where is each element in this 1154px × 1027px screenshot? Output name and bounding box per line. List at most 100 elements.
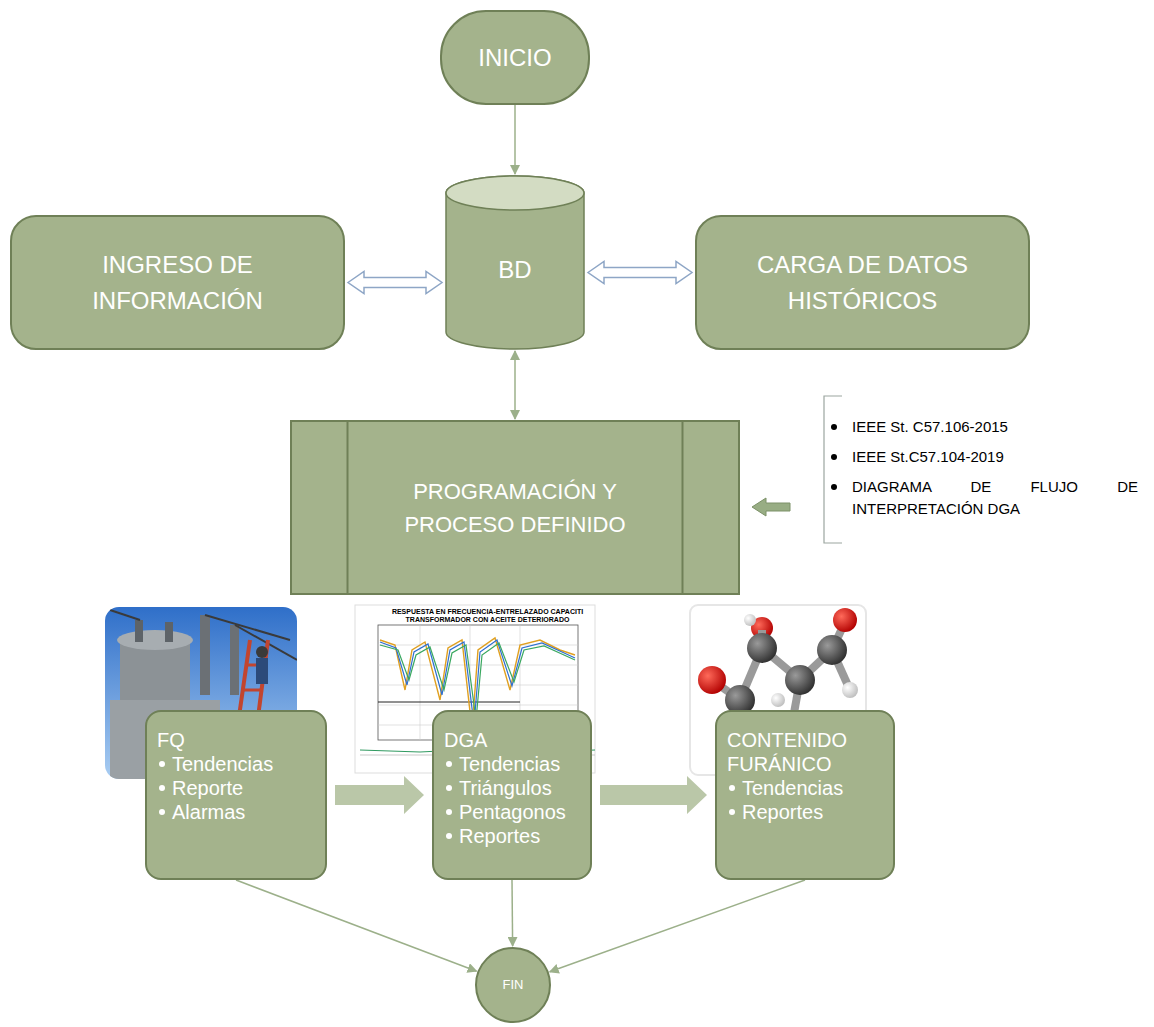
node-content: CARGA DE DATOS HISTÓRICOS: [727, 247, 998, 319]
chart-title: TRANSFORMADOR CON ACEITE DETERIORADO: [380, 616, 595, 624]
process-box: INGRESO DE INFORMACIÓN: [10, 215, 345, 350]
reference-item: IEEE St.C57.104-2019: [852, 446, 1142, 468]
result-box: FQTendenciasReporteAlarmas: [145, 710, 327, 880]
frequency-chart-part: [378, 685, 578, 686]
connector-line: [511, 880, 513, 946]
bullet-item: Reportes: [444, 824, 582, 848]
transformer-photo-part: [110, 610, 140, 620]
bullet-dot: [159, 785, 165, 791]
bullet-text: Reportes: [459, 825, 540, 847]
bullet-item: Reportes: [727, 800, 885, 824]
reference-item: IEEE St. C57.106-2015: [852, 416, 1142, 438]
connector-line: [514, 351, 516, 419]
side-bar: [681, 422, 683, 593]
bullet: [831, 454, 837, 460]
start-terminal: INICIO: [440, 10, 590, 105]
bullet-item: Tendencias: [444, 752, 582, 776]
furan-molecule-part: [744, 614, 756, 626]
bullet-text: Reportes: [742, 801, 823, 823]
connector-line: [236, 880, 477, 971]
bullet-text: Pentagonos: [459, 801, 566, 823]
node-title: CONTENIDO FURÁNICO: [727, 728, 885, 776]
transformer-photo-part: [205, 615, 290, 640]
frequency-chart-part: [378, 665, 578, 666]
node-title: INICIO: [456, 40, 574, 76]
transformer-photo-part: [165, 622, 173, 642]
result-box: DGATendenciasTriángulosPentagonosReporte…: [432, 710, 592, 880]
node-title: DGA: [444, 728, 582, 752]
bullet-dot: [446, 785, 452, 791]
bullet-item: Alarmas: [157, 800, 317, 824]
furan-molecule-part: [817, 635, 847, 665]
node-content: PROGRAMACIÓN Y PROCESO DEFINIDO: [362, 475, 668, 541]
bullet-item: Tendencias: [157, 752, 317, 776]
node-title: FQ: [157, 728, 317, 752]
transformer-photo-part: [135, 620, 143, 642]
bullet-item: Pentagonos: [444, 800, 582, 824]
frequency-chart-part: [420, 625, 421, 740]
flow-chevron: [600, 776, 707, 814]
bullet: [831, 424, 837, 430]
side-bar: [347, 422, 349, 593]
connector-line: [550, 880, 805, 972]
transformer-photo-part: [230, 625, 239, 695]
transformer-photo-part: [256, 646, 268, 658]
database-cylinder: BD: [445, 175, 585, 350]
process-box: CARGA DE DATOS HISTÓRICOS: [695, 215, 1030, 350]
node-title: PROGRAMACIÓN Y PROCESO DEFINIDO: [362, 475, 668, 541]
node-content: CONTENIDO FURÁNICOTendenciasReportes: [727, 728, 885, 824]
node-content: FQTendenciasReporteAlarmas: [157, 728, 317, 824]
side-bars: [292, 422, 738, 593]
transformer-photo-part: [256, 658, 268, 684]
cylinder-body: [446, 176, 584, 349]
bullet-text: Alarmas: [172, 801, 245, 823]
bullet-dot: [729, 785, 735, 791]
frequency-chart-part: [378, 702, 520, 703]
connector-line: [514, 105, 516, 174]
furan-molecule-part: [785, 665, 815, 695]
predefined-process: PROGRAMACIÓN Y PROCESO DEFINIDO: [290, 420, 740, 595]
bullet-dot: [159, 809, 165, 815]
bullet-dot: [159, 761, 165, 767]
bracket: [824, 396, 842, 543]
bullet-dot: [446, 809, 452, 815]
bullet-text: Tendencias: [742, 777, 843, 799]
node-title: BD: [453, 252, 577, 288]
furan-molecule-part: [698, 666, 726, 694]
chart-title: RESPUESTA EN FRECUENCIA-ENTRELAZADO CAPA…: [380, 608, 595, 616]
cylinder-top: [446, 176, 584, 210]
double-arrow: [348, 272, 442, 294]
input-arrow: [752, 498, 790, 516]
reference-item: DIAGRAMA DE FLUJO DE INTERPRETACIÓN DGA: [852, 476, 1138, 520]
double-arrow: [588, 262, 692, 284]
bullet-text: Triángulos: [459, 777, 552, 799]
transformer-photo-part: [105, 607, 297, 779]
bullet-dot: [729, 809, 735, 815]
bullet-text: Tendencias: [172, 753, 273, 775]
node-title: FIN: [481, 975, 545, 995]
frequency-chart-part: [380, 643, 575, 720]
node-title: INGRESO DE INFORMACIÓN: [42, 247, 313, 319]
furan-molecule-part: [747, 633, 777, 663]
transformer-photo-part: [117, 630, 193, 650]
bullet-dot: [446, 761, 452, 767]
node-content: FIN: [481, 975, 545, 995]
transformer-photo-part: [244, 689, 262, 692]
bullet-text: Reporte: [172, 777, 243, 799]
bullet-item: Triángulos: [444, 776, 582, 800]
node-title: CARGA DE DATOS HISTÓRICOS: [727, 247, 998, 319]
bullet-text: Tendencias: [459, 753, 560, 775]
end-terminal: FIN: [475, 947, 551, 1023]
result-box: CONTENIDO FURÁNICOTendenciasReportes: [715, 710, 895, 880]
bullet-item: Reporte: [157, 776, 317, 800]
furan-molecule-part: [833, 608, 857, 632]
bullet: [831, 484, 837, 490]
node-content: INICIO: [456, 40, 574, 76]
transformer-photo: [105, 607, 297, 779]
furan-molecule-part: [842, 682, 858, 698]
node-content: BD: [453, 252, 577, 288]
flow-chevron: [335, 776, 424, 814]
bullet-item: Tendencias: [727, 776, 885, 800]
transformer-photo-part: [200, 615, 210, 695]
